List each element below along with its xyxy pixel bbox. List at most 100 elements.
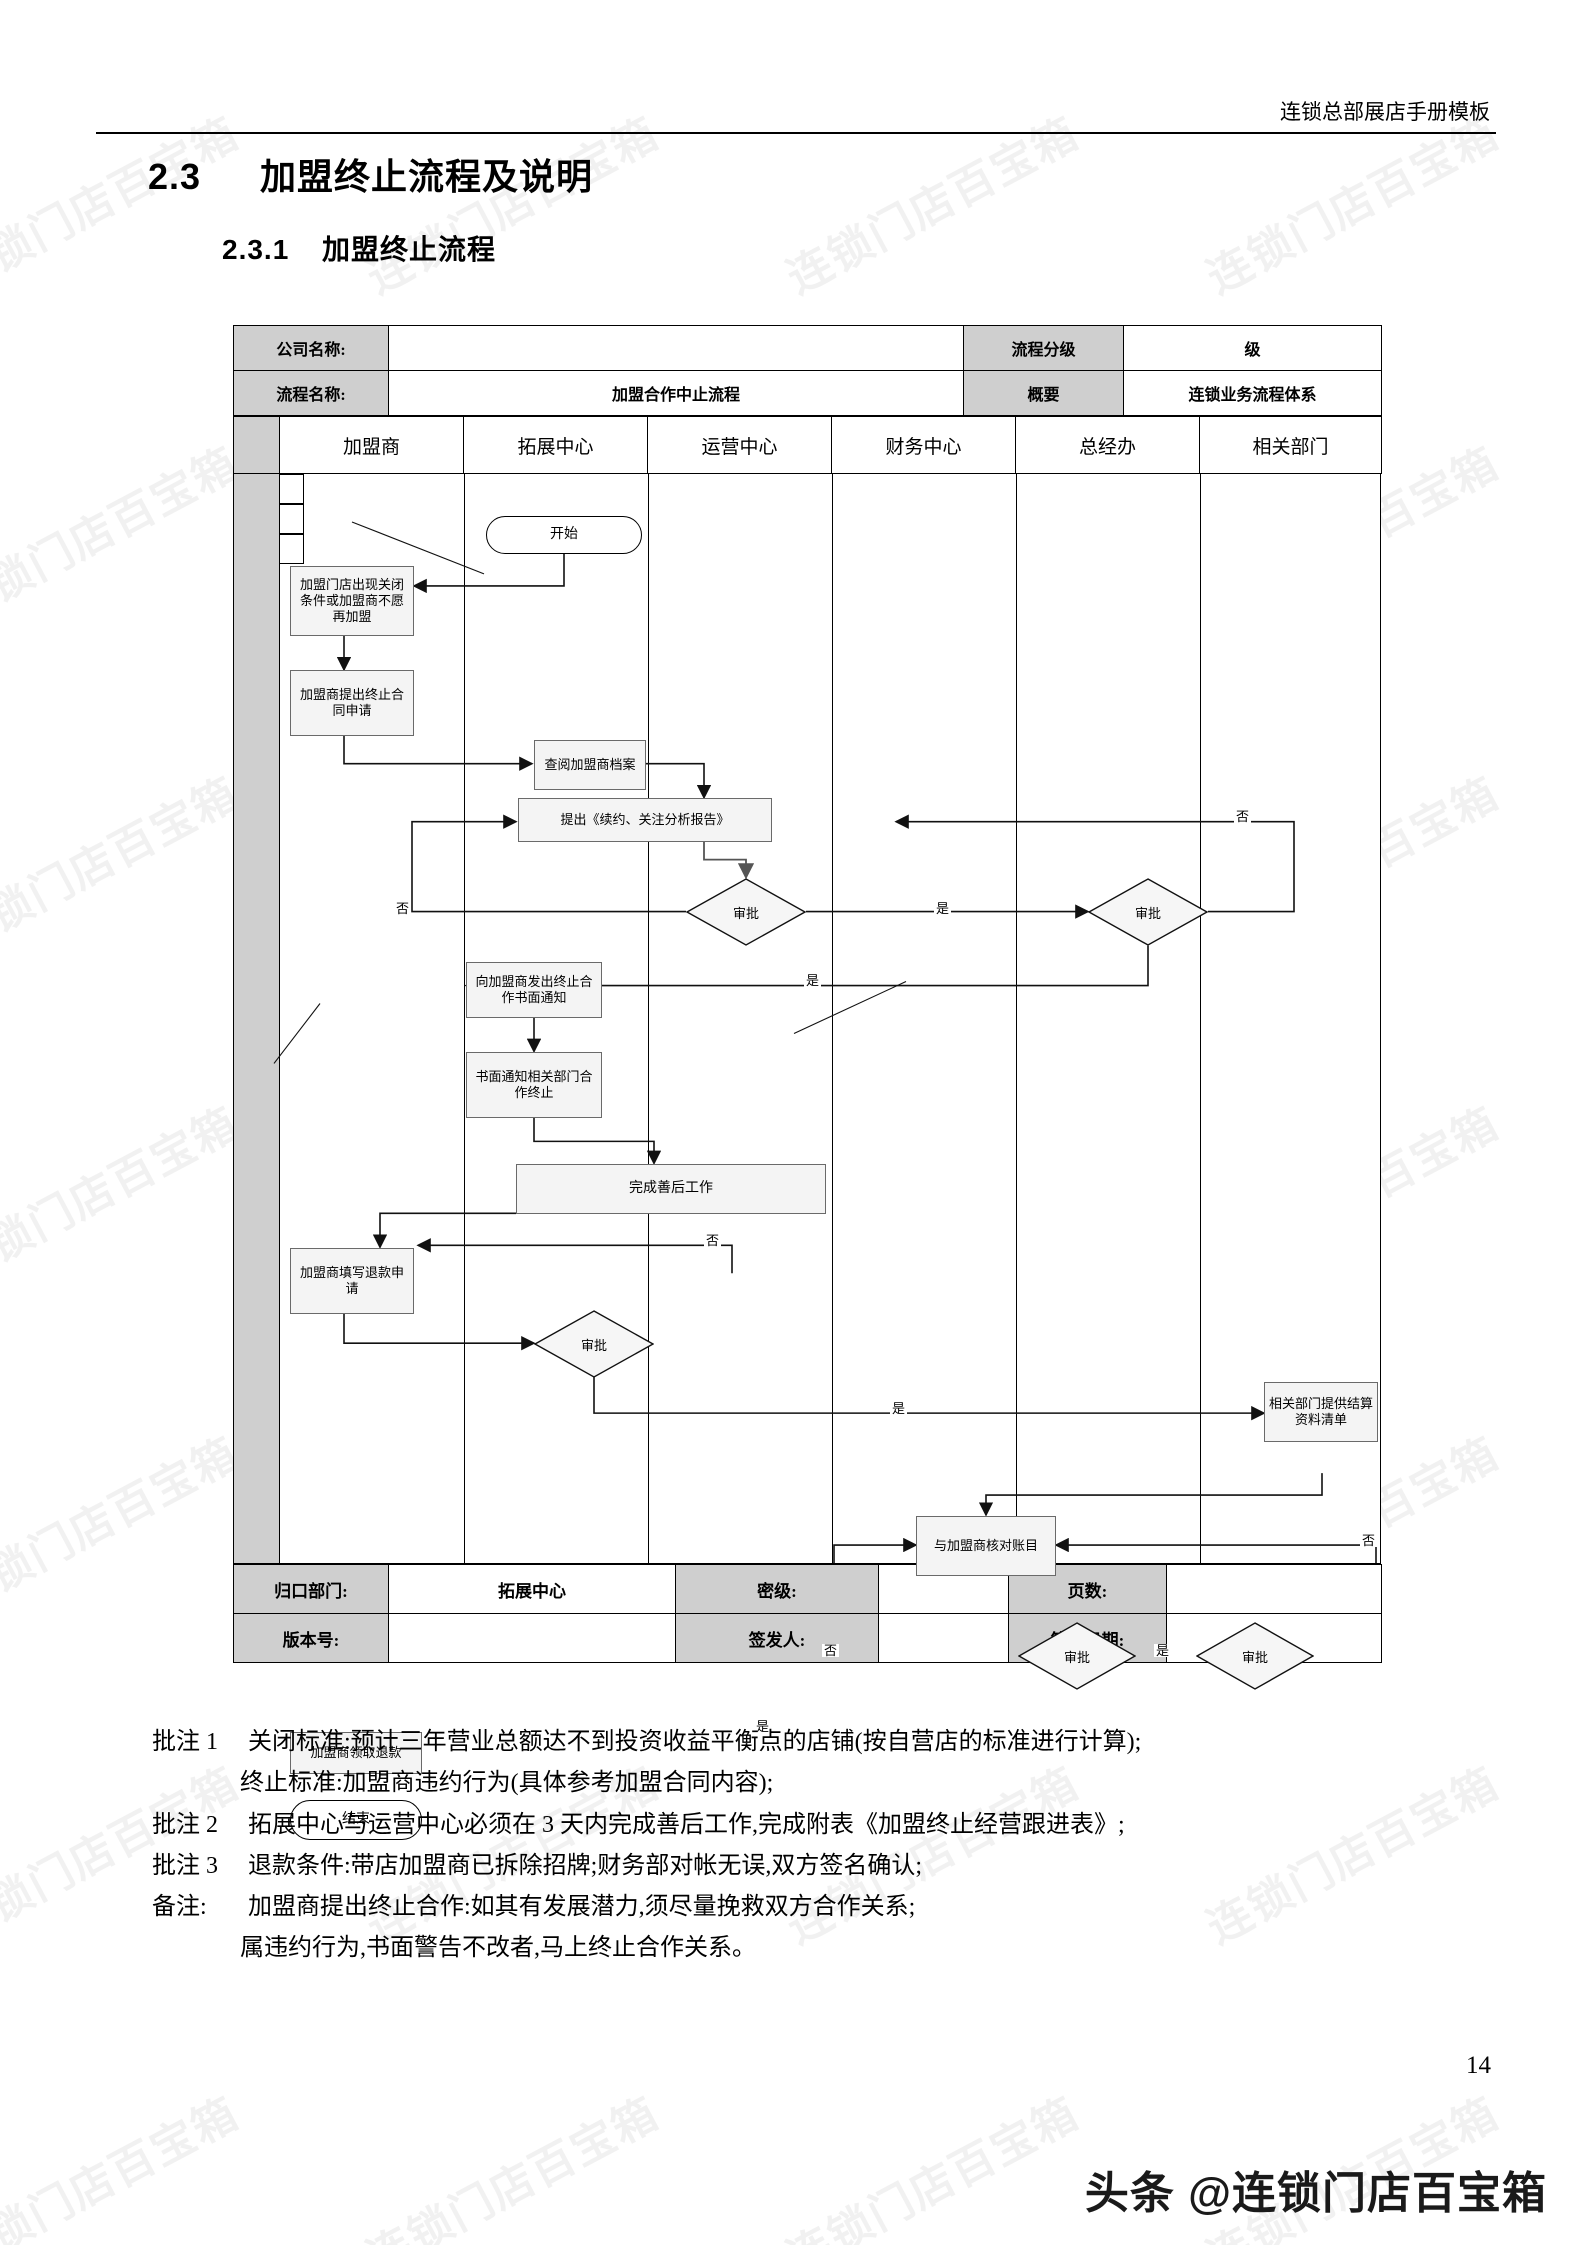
node-receive-refund: 加盟商领取退款 [290, 1732, 422, 1774]
watermark-text: 连锁门店百宝箱 [359, 2088, 667, 2245]
flowchart-edges [273, 521, 1377, 1563]
node-approve-5: 审批 [1196, 1622, 1314, 1690]
node-approve-4: 审批 [1018, 1622, 1136, 1690]
lane-divider-1 [464, 474, 465, 1563]
edge-label-no-3: 否 [704, 1233, 722, 1248]
lane-divider-5 [1200, 474, 1201, 1563]
annotation-label: 批注 2 [152, 1811, 218, 1838]
annotation-label: 批注 3 [152, 1852, 218, 1879]
annotation-line: 批注 1 关闭标准:预计三年营业总额达不到投资收益平衡点的店铺(按自营店的标准进行… [152, 1722, 1482, 1763]
node-approve-3: 审批 [534, 1310, 654, 1378]
annotation-label: 批注 1 [152, 1729, 218, 1755]
annotation-text: 加盟商提出终止合作:如其有发展潜力,须尽量挽救双方合作关系; [248, 1894, 916, 1921]
lane-header-row: 加盟商 拓展中心 运营中心 财务中心 总经办 相关部门 [233, 416, 1382, 474]
watermark-text: 连锁门店百宝箱 [0, 1428, 247, 1624]
lane-header-0: 加盟商 [279, 416, 464, 474]
pages-value [1166, 1564, 1382, 1614]
edge-label-yes-1: 是 [934, 901, 952, 916]
edge-label-no-5: 否 [1360, 1533, 1378, 1548]
flowchart-canvas: 批注1 开始 加盟门店出现关闭条件或加盟商不愿再加盟 加盟商提出终止合同申请 查… [233, 474, 1381, 1840]
approve-2-label: 审批 [1134, 905, 1161, 921]
version-label: 版本号: [233, 1613, 389, 1663]
annotation-line: 终止标准:加盟商违约行为(具体参考加盟合同内容); [152, 1763, 1482, 1804]
watermark-text: 连锁门店百宝箱 [0, 2088, 247, 2245]
annotation-text: 终止标准:加盟商违约行为(具体参考加盟合同内容); [240, 1770, 774, 1797]
annotation-list: 批注 1 关闭标准:预计三年营业总额达不到投资收益平衡点的店铺(按自营店的标准进行… [152, 1722, 1482, 1970]
approve-5-label: 审批 [1241, 1649, 1268, 1665]
company-value [388, 325, 964, 371]
node-apply-terminate: 加盟商提出终止合同申请 [290, 670, 414, 736]
subsection-title: 加盟终止流程 [322, 234, 497, 265]
header-rule [96, 132, 1496, 134]
process-label: 流程名称: [233, 370, 389, 416]
node-trigger: 加盟门店出现关闭条件或加盟商不愿再加盟 [290, 566, 414, 636]
lane-divider-4 [1016, 474, 1017, 1563]
edge-label-yes-5: 是 [1154, 1643, 1172, 1658]
issuer-value [878, 1613, 1009, 1663]
lane-header-5: 相关部门 [1199, 416, 1382, 474]
brand-watermark: 头条 @连锁门店百宝箱 [1084, 2169, 1547, 2218]
edge-label-yes-2: 是 [804, 973, 822, 988]
secrecy-label: 密级: [675, 1564, 879, 1614]
lane-divider-2 [648, 474, 649, 1563]
lane-header-2: 运营中心 [647, 416, 832, 474]
annotation-line: 备注: 加盟商提出终止合作:如其有发展潜力,须尽量挽救双方合作关系; [152, 1887, 1482, 1928]
lane-divider-3 [832, 474, 833, 1563]
annotation-line: 属违约行为,书面警告不改者,马上终止合作关系。 [152, 1928, 1482, 1969]
table-row: 流程名称: 加盟合作中止流程 概要 连锁业务流程体系 [233, 370, 1382, 416]
page-header: 连锁总部展店手册模板 [96, 96, 1496, 134]
node-end: 结束 [290, 1800, 422, 1840]
subsection-heading: 2.3.1 加盟终止流程 [222, 228, 496, 268]
edge-label-no-4: 否 [822, 1643, 840, 1658]
node-notice-franchisee: 向加盟商发出终止合作书面通知 [466, 962, 602, 1018]
node-approve-1: 审批 [686, 878, 806, 946]
table-row: 归口部门: 拓展中心 密级: 页数: [233, 1564, 1382, 1614]
annotation-label: 备注: [152, 1894, 207, 1921]
summary-label: 概要 [963, 370, 1124, 416]
grade-value: 级 [1123, 325, 1382, 371]
issuer-label: 签发人: [675, 1613, 879, 1663]
company-label: 公司名称: [233, 325, 389, 371]
watermark-text: 连锁门店百宝箱 [0, 768, 247, 964]
edge-label-no-2: 否 [1234, 809, 1252, 824]
section-number: 2.3 [148, 156, 202, 197]
node-reconcile: 与加盟商核对账目 [916, 1516, 1056, 1576]
owner-label: 归口部门: [233, 1564, 389, 1614]
node-aftercare: 完成善后工作 [516, 1164, 826, 1214]
node-start: 开始 [486, 516, 642, 554]
lane-header-4: 总经办 [1015, 416, 1200, 474]
table-row: 公司名称: 流程分级 级 [233, 325, 1382, 371]
node-submit-report: 提出《续约、关注分析报告》 [518, 798, 772, 842]
edge-label-yes-4: 是 [754, 1719, 772, 1734]
summary-value: 连锁业务流程体系 [1123, 370, 1382, 416]
node-approve-2: 审批 [1088, 878, 1208, 946]
annotation-line: 批注 3 退款条件:带店加盟商已拆除招牌;财务部对帐无误,双方签名确认; [152, 1846, 1482, 1887]
flowchart-container: 公司名称: 流程分级 级 流程名称: 加盟合作中止流程 概要 连锁业务流程体系 … [233, 325, 1382, 1840]
annotation-text: 关闭标准:预计三年营业总额达不到投资收益平衡点的店铺(按自营店的标准进行计算); [248, 1729, 1142, 1755]
watermark-text: 连锁门店百宝箱 [0, 1098, 247, 1294]
annotation-text: 属违约行为,书面警告不改者,马上终止合作关系。 [240, 1935, 756, 1962]
section-title: 加盟终止流程及说明 [260, 156, 594, 197]
lane-header-1: 拓展中心 [463, 416, 648, 474]
watermark-text: 连锁门店百宝箱 [0, 438, 247, 634]
approve-3-label: 审批 [580, 1337, 607, 1353]
annotation-text: 退款条件:带店加盟商已拆除招牌;财务部对帐无误,双方签名确认; [248, 1852, 923, 1879]
section-heading: 2.3 加盟终止流程及说明 [148, 148, 593, 200]
process-value: 加盟合作中止流程 [388, 370, 964, 416]
lane-gutter [233, 416, 280, 474]
lane-header-3: 财务中心 [831, 416, 1016, 474]
edge-label-yes-3: 是 [890, 1401, 908, 1416]
flowchart-header-table: 公司名称: 流程分级 级 流程名称: 加盟合作中止流程 概要 连锁业务流程体系 [233, 325, 1382, 416]
owner-value: 拓展中心 [388, 1564, 676, 1614]
version-value [388, 1613, 676, 1663]
document-title: 连锁总部展店手册模板 [1280, 100, 1490, 124]
page-number: 14 [1466, 2052, 1491, 2079]
lane-gutter-band [234, 474, 280, 1563]
annotation-text: 拓展中心与运营中心必须在 3 天内完成善后工作,完成附表《加盟终止经营跟进表》; [248, 1811, 1125, 1838]
node-notice-depts: 书面通知相关部门合作终止 [466, 1052, 602, 1118]
subsection-number: 2.3.1 [222, 234, 290, 265]
edge-label-no-1: 否 [394, 901, 412, 916]
grade-label: 流程分级 [963, 325, 1124, 371]
node-settle-list: 相关部门提供结算资料清单 [1264, 1382, 1378, 1442]
watermark-text: 连锁门店百宝箱 [779, 2088, 1087, 2245]
